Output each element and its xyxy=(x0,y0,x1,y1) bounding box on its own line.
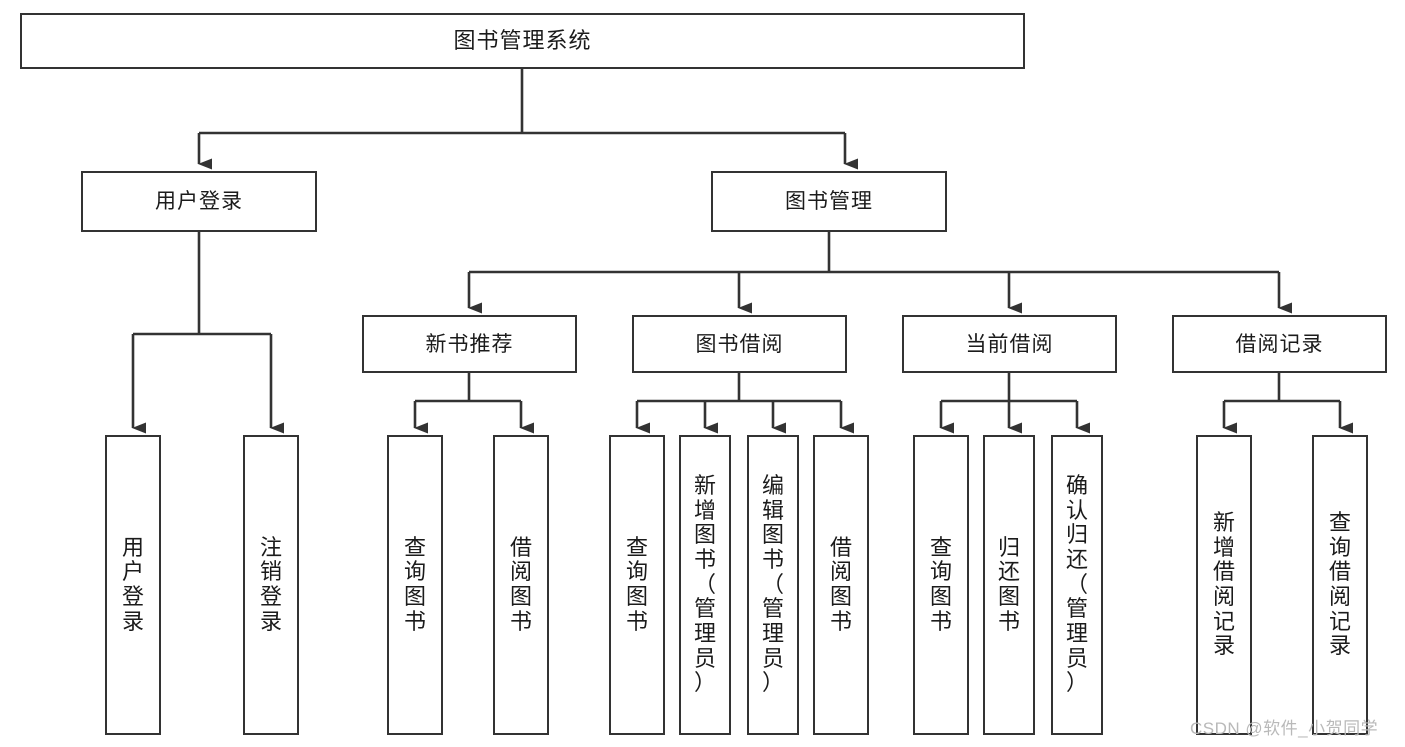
node-label: 归 还 图 书 xyxy=(997,534,1020,634)
node-root-system[interactable]: 图书管理系统 xyxy=(20,13,1025,69)
node-label: 查 询 图 书 xyxy=(625,534,648,634)
node-label: 借 阅 图 书 xyxy=(509,534,532,634)
node-label: 用户登录 xyxy=(155,190,243,213)
node-label: 图书借阅 xyxy=(695,332,784,356)
node-label: 用 户 登 录 xyxy=(121,534,144,634)
leaf-return-book[interactable]: 归 还 图 书 xyxy=(983,435,1035,735)
leaf-query-book-recommend[interactable]: 查 询 图 书 xyxy=(387,435,443,735)
node-borrow-record[interactable]: 借阅记录 xyxy=(1172,315,1387,373)
leaf-borrow-book[interactable]: 借 阅 图 书 xyxy=(813,435,869,735)
node-label: 查 询 借 阅 记 录 xyxy=(1328,510,1351,659)
leaf-query-book-current[interactable]: 查 询 图 书 xyxy=(913,435,969,735)
node-book-borrow[interactable]: 图书借阅 xyxy=(632,315,847,373)
node-label: 图书管理系统 xyxy=(453,28,592,53)
leaf-query-borrow-record[interactable]: 查 询 借 阅 记 录 xyxy=(1312,435,1368,735)
node-label: 注 销 登 录 xyxy=(259,534,282,634)
leaf-borrow-book-recommend[interactable]: 借 阅 图 书 xyxy=(493,435,549,735)
node-label: 图书管理 xyxy=(785,190,873,213)
node-label: 查 询 图 书 xyxy=(929,534,952,634)
node-label: 当前借阅 xyxy=(965,332,1054,356)
node-book-manage[interactable]: 图书管理 xyxy=(711,171,947,232)
node-label: 新书推荐 xyxy=(425,332,514,356)
leaf-logout-login[interactable]: 注 销 登 录 xyxy=(243,435,299,735)
node-label: 确 认 归 还 （ 管 理 员 ） xyxy=(1065,473,1088,696)
node-current-borrow[interactable]: 当前借阅 xyxy=(902,315,1117,373)
watermark-credit: CSDN @软件_小贺同学 xyxy=(1190,719,1379,738)
leaf-query-book-borrow[interactable]: 查 询 图 书 xyxy=(609,435,665,735)
node-user-login[interactable]: 用户登录 xyxy=(81,171,317,232)
node-label: 新 增 借 阅 记 录 xyxy=(1212,510,1235,659)
leaf-user-login[interactable]: 用 户 登 录 xyxy=(105,435,161,735)
node-label: 新 增 图 书 （ 管 理 员 ） xyxy=(693,473,716,696)
node-label: 借 阅 图 书 xyxy=(829,534,852,634)
leaf-add-borrow-record[interactable]: 新 增 借 阅 记 录 xyxy=(1196,435,1252,735)
node-label: 查 询 图 书 xyxy=(403,534,426,634)
node-label: 编 辑 图 书 （ 管 理 员 ） xyxy=(761,473,784,696)
leaf-confirm-return[interactable]: 确 认 归 还 （ 管 理 员 ） xyxy=(1051,435,1103,735)
node-new-book-recommend[interactable]: 新书推荐 xyxy=(362,315,577,373)
leaf-edit-book[interactable]: 编 辑 图 书 （ 管 理 员 ） xyxy=(747,435,799,735)
leaf-add-book[interactable]: 新 增 图 书 （ 管 理 员 ） xyxy=(679,435,731,735)
node-label: 借阅记录 xyxy=(1235,332,1324,356)
